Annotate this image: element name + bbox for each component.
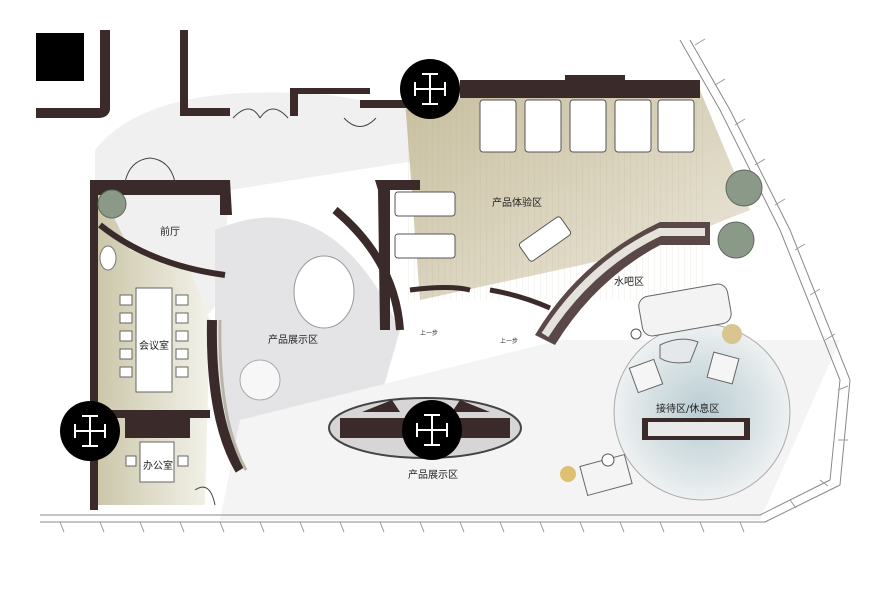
office-desk [125, 418, 190, 483]
facade-fins [59, 38, 849, 533]
display-partition [332, 206, 404, 331]
label-product-display: 产品展示区 [268, 333, 318, 346]
marker-left [60, 401, 120, 461]
label-office: 办公室 [143, 459, 173, 472]
experience-stations [394, 99, 695, 262]
lobby-curved-wall [98, 222, 226, 278]
round-features [99, 245, 355, 401]
label-lobby: 前厅 [160, 225, 180, 238]
label-reception-lounge: 接待区/休息区 [656, 402, 719, 415]
label-step-left: 上一步 [420, 329, 438, 337]
plants [97, 169, 763, 259]
label-water-bar: 水吧区 [614, 276, 644, 288]
meeting-table [119, 287, 189, 393]
marker-top [400, 59, 460, 119]
reception-area [560, 283, 791, 501]
curtain-wall [40, 39, 851, 523]
label-step-right: 上一步 [500, 337, 518, 345]
label-product-experience: 产品体验区 [492, 196, 542, 209]
label-meeting-room: 会议室 [139, 339, 169, 352]
column-block [36, 33, 84, 81]
doors [124, 108, 377, 506]
display-curved-wall [206, 319, 245, 473]
label-product-display-lower: 产品展示区 [408, 468, 458, 481]
marker-center [402, 400, 462, 460]
